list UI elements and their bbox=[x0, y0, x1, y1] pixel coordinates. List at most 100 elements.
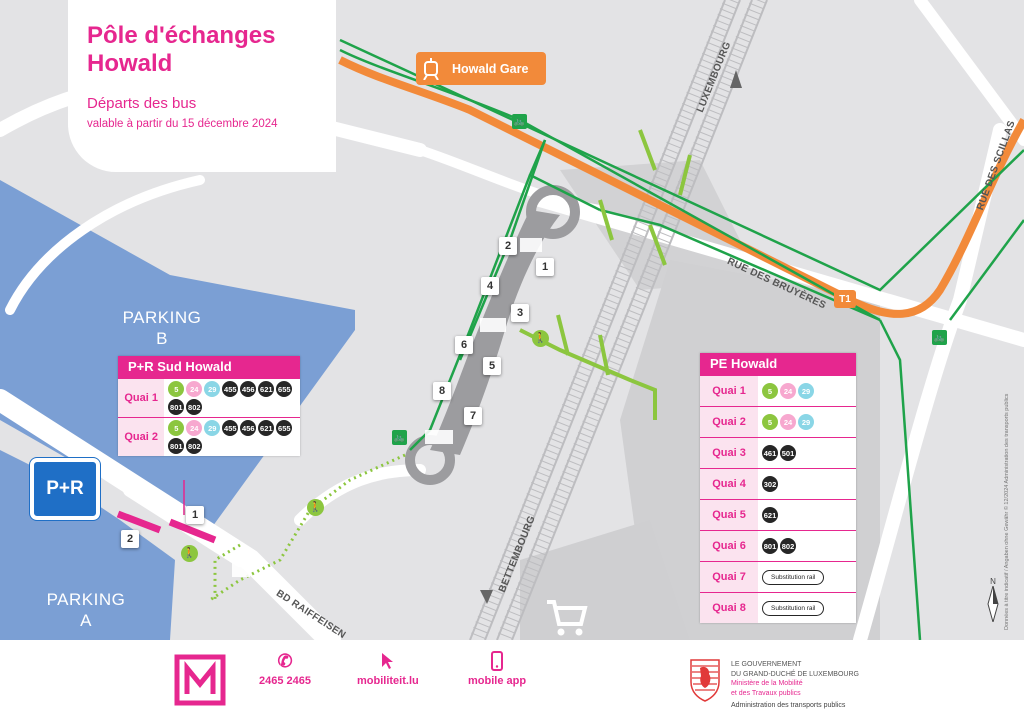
bus-line-badge[interactable]: 455 bbox=[222, 381, 239, 397]
shopping-cart-icon bbox=[545, 598, 589, 638]
pe-line-list: 302 bbox=[758, 469, 782, 499]
bus-line-badge[interactable]: 29 bbox=[204, 420, 221, 436]
bus-line-badge[interactable]: 29 bbox=[204, 381, 221, 397]
pe-line-list: 621 bbox=[758, 500, 782, 530]
bus-line-badge[interactable]: 29 bbox=[798, 414, 814, 430]
phone-contact[interactable]: ✆ 2465 2465 bbox=[259, 647, 311, 688]
mobiliteit-logo-icon[interactable] bbox=[174, 654, 226, 706]
bike-icon: 🚲 bbox=[932, 330, 947, 345]
page-title: Pôle d'échanges Howald bbox=[87, 22, 276, 77]
bike-icon: 🚲 bbox=[392, 430, 407, 445]
north-arrow: N bbox=[986, 577, 1000, 627]
bus-line-badge[interactable]: 621 bbox=[762, 507, 778, 523]
bus-line-badge[interactable]: 801 bbox=[762, 538, 778, 554]
quai-5-marker[interactable]: 5 bbox=[483, 357, 501, 375]
quai-4-marker[interactable]: 4 bbox=[481, 277, 499, 295]
bus-line-badge[interactable]: 802 bbox=[186, 438, 203, 454]
bus-line-badge[interactable]: 455 bbox=[222, 420, 239, 436]
pedestrian-icon: 🚶 bbox=[181, 545, 198, 562]
page-subtitle: Départs des bus bbox=[87, 95, 197, 112]
rail-substitution-badge[interactable]: Substitution rail bbox=[762, 600, 825, 616]
bus-line-badge[interactable]: 5 bbox=[168, 420, 185, 436]
footer: ✆ 2465 2465 mobiliteit.lu mobile app bbox=[0, 640, 1024, 723]
pr-panel-header: P+R Sud Howald bbox=[118, 356, 300, 378]
bus-line-badge[interactable]: 621 bbox=[258, 381, 275, 397]
disclaimer-note: Données à titre indicatif / Angaben ohne… bbox=[1004, 350, 1010, 630]
cursor-icon bbox=[381, 647, 395, 675]
quai-1-marker[interactable]: 1 bbox=[536, 258, 554, 276]
t1-badge: T1 bbox=[834, 290, 856, 308]
admin-label: Administration des transports publics bbox=[731, 702, 846, 709]
gov-line-3: Ministère de la Mobilité bbox=[731, 680, 803, 687]
tram-stop-label: Howald Gare bbox=[452, 61, 529, 76]
gov-line-1: LE GOUVERNEMENT bbox=[731, 661, 802, 668]
bus-line-badge[interactable]: 456 bbox=[240, 420, 257, 436]
pe-quai-label: Quai 7 bbox=[700, 562, 758, 592]
pe-quai-label: Quai 1 bbox=[700, 376, 758, 406]
bus-line-badge[interactable]: 24 bbox=[780, 383, 796, 399]
bus-line-badge[interactable]: 621 bbox=[258, 420, 275, 436]
bus-line-badge[interactable]: 655 bbox=[276, 420, 293, 436]
web-contact[interactable]: mobiliteit.lu bbox=[357, 647, 419, 687]
phone-label: 2465 2465 bbox=[259, 675, 311, 687]
bus-line-badge[interactable]: 5 bbox=[762, 383, 778, 399]
web-label: mobiliteit.lu bbox=[357, 675, 419, 687]
gov-line-4: et des Travaux publics bbox=[731, 689, 801, 697]
quai-7-marker[interactable]: 7 bbox=[464, 407, 482, 425]
bike-icon: 🚲 bbox=[512, 114, 527, 129]
pedestrian-icon: 🚶 bbox=[307, 499, 324, 516]
app-contact[interactable]: mobile app bbox=[468, 647, 526, 687]
bus-line-badge[interactable]: 801 bbox=[168, 438, 185, 454]
bus-line-badge[interactable]: 302 bbox=[762, 476, 778, 492]
pe-quai-label: Quai 3 bbox=[700, 438, 758, 468]
smartphone-icon bbox=[491, 647, 504, 675]
pe-line-list: Substitution rail bbox=[758, 562, 828, 592]
validity-text: valable à partir du 15 décembre 2024 bbox=[87, 118, 278, 130]
bus-line-badge[interactable]: 24 bbox=[186, 420, 203, 436]
bus-line-badge[interactable]: 29 bbox=[798, 383, 814, 399]
quai-3-marker[interactable]: 3 bbox=[511, 304, 529, 322]
bus-line-badge[interactable]: 461 bbox=[762, 445, 778, 461]
bus-line-badge[interactable]: 801 bbox=[168, 399, 185, 415]
pe-quai-label: Quai 5 bbox=[700, 500, 758, 530]
station-map: Pôle d'échanges Howald Départs des bus v… bbox=[0, 0, 1024, 640]
bus-line-badge[interactable]: 802 bbox=[186, 399, 203, 415]
pe-panel-header: PE Howald bbox=[700, 353, 856, 375]
bus-line-badge[interactable]: 501 bbox=[780, 445, 796, 461]
bus-line-badge[interactable]: 456 bbox=[240, 381, 257, 397]
rail-substitution-badge[interactable]: Substitution rail bbox=[762, 569, 825, 585]
pr-quai-1-marker[interactable]: 1 bbox=[186, 506, 204, 524]
north-label: N bbox=[990, 577, 996, 586]
bus-line-badge[interactable]: 655 bbox=[276, 381, 293, 397]
bus-line-badge[interactable]: 5 bbox=[168, 381, 185, 397]
pr-badge: P+R bbox=[30, 458, 100, 520]
quai-2-marker[interactable]: 2 bbox=[499, 237, 517, 255]
tram-stop-badge[interactable]: Howald Gare bbox=[416, 52, 546, 85]
bus-line-badge[interactable]: 24 bbox=[186, 381, 203, 397]
tram-icon bbox=[416, 52, 446, 85]
parking-a-label: PARKING A bbox=[46, 590, 126, 630]
bus-line-badge[interactable]: 24 bbox=[780, 414, 796, 430]
bus-line-badge[interactable]: 5 bbox=[762, 414, 778, 430]
pedestrian-icon: 🚶 bbox=[532, 330, 549, 347]
disclaimer-text: Données à titre indicatif / Angaben ohne… bbox=[1004, 393, 1010, 630]
pr-quai-2-marker[interactable]: 2 bbox=[121, 530, 139, 548]
bus-line-badge[interactable]: 802 bbox=[780, 538, 796, 554]
pr-quai-label: Quai 1 bbox=[118, 379, 165, 417]
luxembourg-lion-icon bbox=[688, 656, 722, 702]
quai-6-marker[interactable]: 6 bbox=[455, 336, 473, 354]
quai-8-marker[interactable]: 8 bbox=[433, 382, 451, 400]
